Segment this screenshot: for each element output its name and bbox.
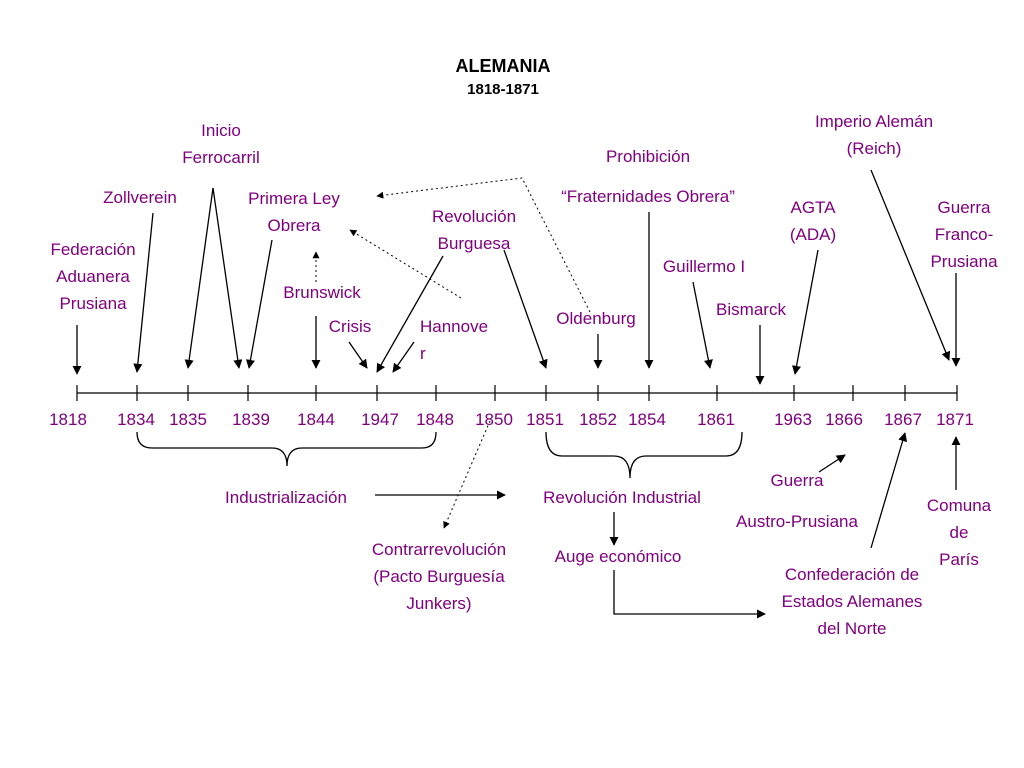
event-zollverein: Zollverein bbox=[103, 188, 177, 207]
year-label: 1867 bbox=[884, 410, 922, 429]
event-brunswick: Brunswick bbox=[283, 283, 361, 302]
dotted-arrow-hannover-primera-ley bbox=[349, 229, 462, 299]
event-guerra-franco-prusiana: Guerra Franco- Prusiana bbox=[930, 198, 998, 271]
year-label: 1848 bbox=[416, 410, 454, 429]
event-inicio-ferrocarril: Inicio Ferrocarril bbox=[182, 121, 260, 167]
event-oldenburg: Oldenburg bbox=[556, 309, 636, 328]
page-title: ALEMANIA bbox=[455, 56, 551, 76]
year-label: 1854 bbox=[628, 410, 666, 429]
arrow-crisis bbox=[348, 341, 368, 369]
year-label: 1963 bbox=[774, 410, 812, 429]
event-prohibicion: Prohibición bbox=[605, 147, 691, 166]
event-agta: AGTA (ADA) bbox=[789, 198, 837, 244]
label-industrializacion: Industrialización bbox=[225, 488, 347, 507]
event-guillermo-i: Guillermo I bbox=[662, 257, 746, 276]
event-crisis: Crisis bbox=[328, 317, 372, 336]
year-label: 1835 bbox=[169, 410, 207, 429]
arrow-guerra-austro bbox=[818, 454, 846, 473]
label-comuna-de-paris: Comuna de París bbox=[926, 496, 992, 569]
arrow-primera-ley bbox=[245, 239, 273, 369]
arrow-ferrocarril-a bbox=[184, 187, 214, 369]
year-label: 1850 bbox=[475, 410, 513, 429]
arrow-agta bbox=[792, 249, 819, 375]
year-label: 1871 bbox=[936, 410, 974, 429]
arrow-revolucion-burguesa-a bbox=[376, 255, 444, 373]
label-revolucion-industrial: Revolución Industrial bbox=[543, 488, 701, 507]
year-label: 1844 bbox=[297, 410, 335, 429]
arrow-guillermo bbox=[692, 281, 713, 369]
event-primera-ley-obrera: Primera Ley Obrera bbox=[248, 189, 340, 235]
year-label: 1852 bbox=[579, 410, 617, 429]
label-contrarrevolucion: Contrarrevolución (Pacto Burguesía Junke… bbox=[371, 540, 507, 613]
arrow-confederacion-1867 bbox=[870, 432, 908, 549]
label-guerra-austro-line1: Guerra bbox=[770, 471, 824, 490]
label-guerra-austro-line2: Austro-Prusiana bbox=[736, 512, 858, 531]
arrow-auge-confederacion bbox=[613, 570, 766, 619]
arrow-ferrocarril-b bbox=[212, 187, 243, 369]
year-label: 1839 bbox=[232, 410, 270, 429]
year-label: 1866 bbox=[825, 410, 863, 429]
dotted-arrow-oldenburg-primera-ley bbox=[376, 177, 591, 313]
dotted-arrow-contrarrevolucion bbox=[443, 420, 491, 529]
arrow-imperio bbox=[870, 169, 951, 361]
year-label: 1834 bbox=[117, 410, 155, 429]
event-revolucion-burguesa: Revolución Burguesa bbox=[431, 207, 517, 253]
brace-industrializacion bbox=[136, 431, 437, 467]
event-federacion-aduanera: Federación Aduanera Prusiana bbox=[50, 240, 136, 313]
brace-revolucion-industrial bbox=[545, 431, 743, 479]
label-auge-economico: Auge económico bbox=[554, 547, 682, 566]
label-confederacion: Confederación de Estados Alemanes del No… bbox=[781, 565, 923, 638]
page-subtitle: 1818-1871 bbox=[467, 81, 539, 98]
event-imperio-aleman: Imperio Alemán (Reich) bbox=[814, 112, 934, 158]
year-label: 1818 bbox=[49, 410, 87, 429]
arrow-hannover bbox=[392, 341, 415, 373]
year-label: 1851 bbox=[526, 410, 564, 429]
year-label: 1947 bbox=[361, 410, 399, 429]
event-fraternidades-obrera: “Fraternidades Obrera” bbox=[561, 187, 735, 206]
year-label: 1861 bbox=[697, 410, 735, 429]
arrow-zollverein bbox=[133, 212, 154, 373]
event-hannover: Hannove r bbox=[420, 317, 489, 363]
arrow-revolucion-burguesa-b bbox=[503, 249, 548, 369]
axis-ticks bbox=[76, 385, 958, 401]
event-bismarck: Bismarck bbox=[716, 300, 786, 319]
